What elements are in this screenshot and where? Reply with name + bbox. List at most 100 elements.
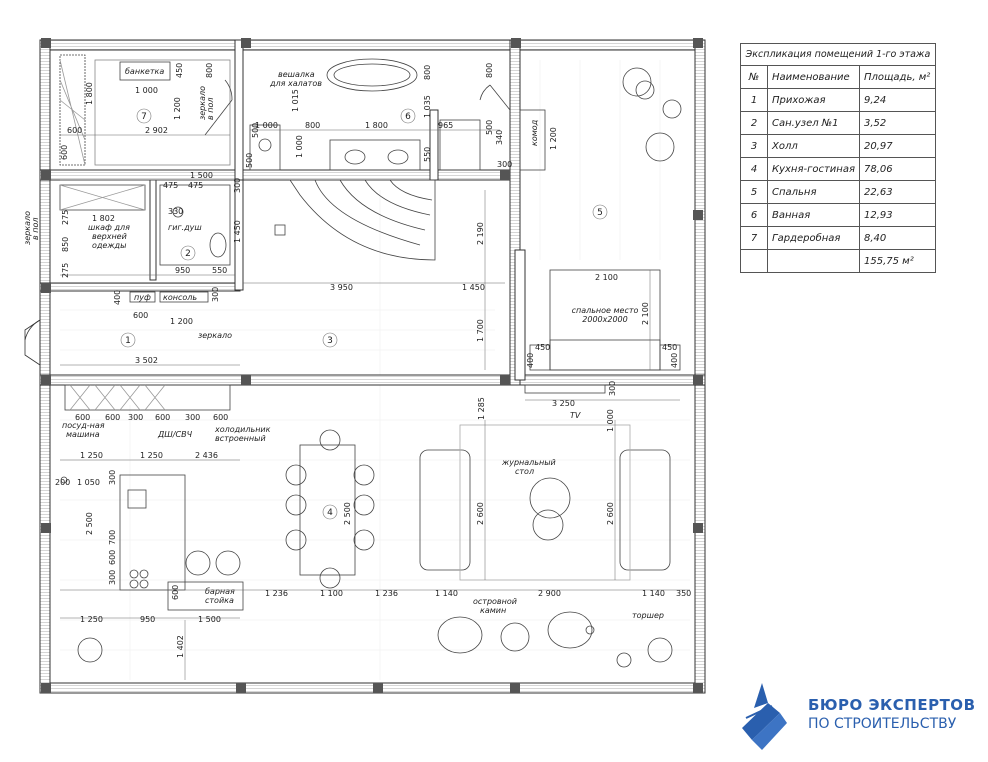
dim: 1 236	[375, 589, 398, 598]
dim: 1 000	[255, 121, 278, 130]
label-fridge: холодильник	[214, 425, 271, 434]
legend-empty-cell	[740, 249, 768, 273]
room-number-4: 4	[327, 508, 333, 518]
dim: 800	[205, 63, 214, 78]
wall-posts	[41, 38, 703, 693]
label-dishwasher: посуд-ная	[62, 421, 105, 430]
dimension-texts: 1 800 1 000 450 1 200 2 902 600 600 800 …	[55, 63, 691, 658]
dim: 3 950	[330, 283, 353, 292]
dim: 950	[140, 615, 155, 624]
legend-cell-number: 5	[740, 180, 768, 204]
dim: 330	[168, 207, 183, 216]
legend-cell-area: 12,93	[858, 203, 937, 227]
legend-header-name: Наименование	[767, 65, 860, 89]
dim: 300	[211, 287, 220, 302]
dim: 850	[61, 237, 70, 252]
dim: 600	[133, 311, 148, 320]
label-mirror-floor-2: в пол	[206, 98, 215, 121]
label-komod: комод	[530, 119, 539, 146]
outer-walls	[39, 39, 706, 694]
legend-cell-area: 20,97	[858, 134, 937, 158]
dim: 275	[61, 210, 70, 225]
legend-cell-name: Прихожая	[767, 88, 860, 112]
dim: 1 800	[85, 82, 94, 105]
logo-mark-icon	[742, 683, 787, 750]
legend-title: Экспликация помещений 1-го этажа	[740, 43, 936, 66]
logo-line-2: ПО СТРОИТЕЛЬСТВУ	[808, 716, 957, 732]
label-mirror-left: зеркало	[23, 211, 32, 245]
dim: 2 100	[641, 302, 650, 325]
inner-walls	[39, 39, 706, 386]
dim: 475	[163, 181, 178, 190]
dim: 1 450	[462, 283, 485, 292]
dim: 500	[485, 120, 494, 135]
dim: 700	[108, 530, 117, 545]
label-coffee-table-2: стол	[515, 467, 534, 476]
legend-cell-number: 6	[740, 203, 768, 227]
legend-row: 5 Спальня 22,63	[740, 180, 937, 204]
dim: 1 285	[477, 397, 486, 420]
dim: 1 200	[549, 127, 558, 150]
dim: 550	[423, 147, 432, 162]
label-lamp: торшер	[632, 611, 664, 620]
dim: 500	[251, 123, 260, 138]
label-bed: спальное место	[572, 306, 639, 315]
dim: 1 200	[173, 97, 182, 120]
label-wardrobe-3: одежды	[92, 241, 126, 250]
label-mirror-left-2: в пол	[31, 218, 40, 241]
furniture-labels: банкетка зеркало в пол вешалка для халат…	[23, 67, 664, 620]
label-dsh: ДШ/СВЧ	[157, 430, 193, 439]
dim: 2 500	[343, 502, 352, 525]
dim: 1 700	[476, 319, 485, 342]
dim: 2 600	[606, 502, 615, 525]
dim: 1 140	[435, 589, 458, 598]
dim: 1 402	[176, 635, 185, 658]
room-number-5: 5	[597, 208, 603, 218]
dim: 600	[171, 585, 180, 600]
room-number-7: 7	[141, 112, 147, 122]
label-dishwasher-2: машина	[66, 430, 100, 439]
label-puf: пуф	[134, 293, 151, 302]
dim: 800	[305, 121, 320, 130]
legend-cell-name: Кухня-гостиная	[767, 157, 860, 181]
dim: 600	[105, 413, 120, 422]
label-hanger: вешалка	[278, 70, 315, 79]
dim: 800	[485, 63, 494, 78]
dim: 300	[108, 570, 117, 585]
legend-table: Экспликация помещений 1-го этажа № Наиме…	[740, 43, 937, 273]
legend-header-row: № Наименование Площадь, м²	[740, 65, 937, 89]
legend-cell-area: 9,24	[858, 88, 937, 112]
label-mirror-floor: зеркало	[198, 86, 207, 120]
room-number-3: 3	[327, 336, 333, 346]
staircase	[274, 179, 436, 261]
dim: 2 902	[145, 126, 168, 135]
dim: 3 250	[552, 399, 575, 408]
label-tv: TV	[570, 411, 581, 420]
dim: 1 000	[295, 135, 304, 158]
dim: 950	[175, 266, 190, 275]
dim: 600	[60, 145, 69, 160]
label-mirror-hall: зеркало	[198, 331, 232, 340]
dim: 400	[670, 353, 679, 368]
legend-header-area: Площадь, м²	[858, 65, 937, 89]
dim: 550	[212, 266, 227, 275]
dim: 1 500	[190, 171, 213, 180]
label-coffee-table: журнальный	[501, 458, 556, 467]
dim: 450	[662, 343, 677, 352]
dimension-lines	[60, 129, 690, 680]
dim: 340	[495, 130, 504, 145]
label-island: островной	[473, 597, 517, 606]
dim: 2 436	[195, 451, 218, 460]
dim: 2 100	[595, 273, 618, 282]
dim: 400	[526, 353, 535, 368]
legend-cell-name: Спальня	[767, 180, 860, 204]
wardrobe-room	[59, 54, 233, 166]
legend-cell-name: Гардеробная	[767, 226, 860, 250]
label-fridge-2: встроенный	[215, 434, 266, 443]
dim: 2 600	[476, 502, 485, 525]
legend-cell-number: 3	[740, 134, 768, 158]
dim: 1 250	[140, 451, 163, 460]
dim: 300	[108, 470, 117, 485]
dim: 600	[108, 550, 117, 565]
